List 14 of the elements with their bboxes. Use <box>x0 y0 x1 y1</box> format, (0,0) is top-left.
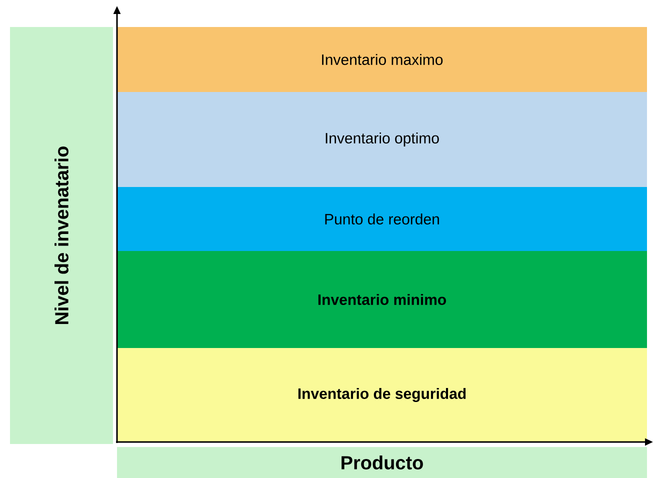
band-label: Punto de reorden <box>325 213 439 224</box>
level-band <box>117 250 647 348</box>
band-label: Inventario optimo <box>326 132 439 146</box>
level-band <box>117 27 647 92</box>
band-label: Inventario de seguridad <box>298 388 466 402</box>
axis-title: Nivel de invenatario <box>54 146 68 324</box>
level-band <box>117 348 647 442</box>
axis-title: Producto <box>342 456 423 470</box>
band-label: Inventario minimo <box>318 294 446 305</box>
axis-title-panel <box>10 27 113 444</box>
axis-title-panel <box>117 446 647 478</box>
level-band <box>117 186 647 251</box>
level-band <box>117 92 647 187</box>
band-label: Inventario maximo <box>322 54 443 65</box>
